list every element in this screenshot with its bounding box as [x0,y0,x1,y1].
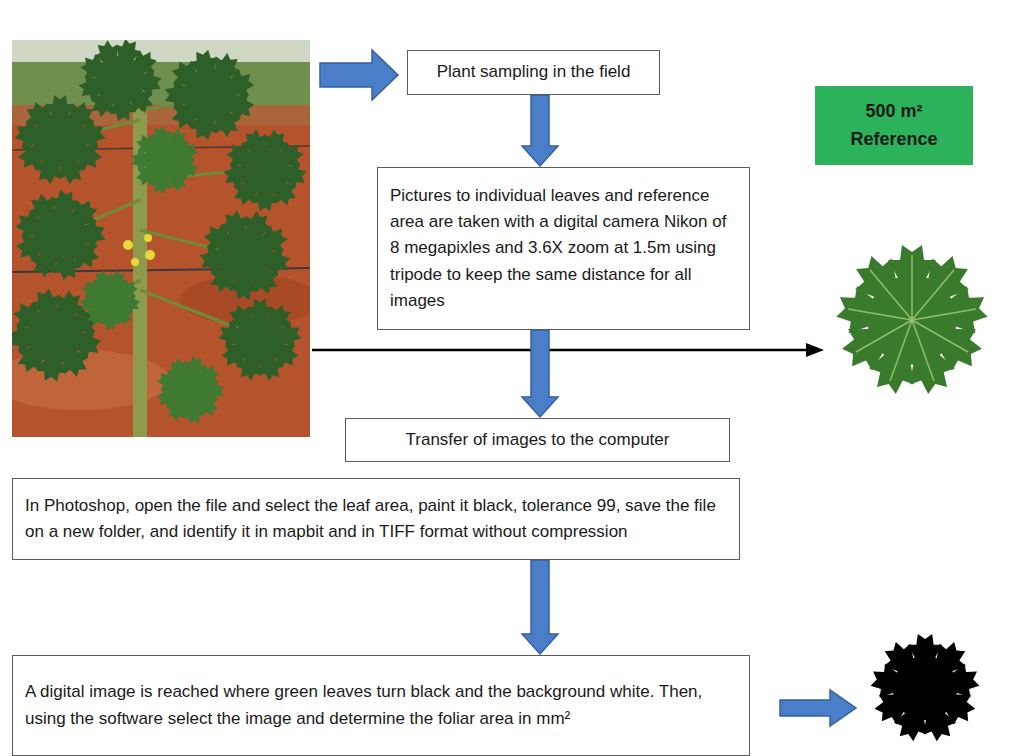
node-text: 500 m² Reference [839,98,949,154]
block-arrow-connector [522,560,558,654]
process-box: Pictures to individual leaves and refere… [377,167,750,330]
node-text: Plant sampling in the field [420,59,647,85]
node-text: Transfer of images to the computer [358,427,717,453]
process-box: Transfer of images to the computer [345,418,730,462]
block-arrow [320,50,398,100]
block-arrow-connector [522,330,558,417]
arrow-head [806,343,824,357]
leaf-veins [848,255,976,381]
process-box: In Photoshop, open the file and select t… [12,478,740,560]
process-box: Plant sampling in the field [407,50,660,95]
process-box: A digital image is reached where green l… [12,655,750,756]
green-leaf [834,245,990,399]
node-text: Pictures to individual leaves and refere… [390,183,737,315]
reference-badge: 500 m² Reference [815,86,973,165]
block-arrow-connector [522,95,558,166]
block-arrow [780,690,856,726]
node-text: A digital image is reached where green l… [25,679,737,732]
papaya-photo [12,40,310,437]
arrow-line [312,349,808,352]
node-text: In Photoshop, open the file and select t… [25,493,727,546]
black-leaf-silhouette [869,634,981,745]
